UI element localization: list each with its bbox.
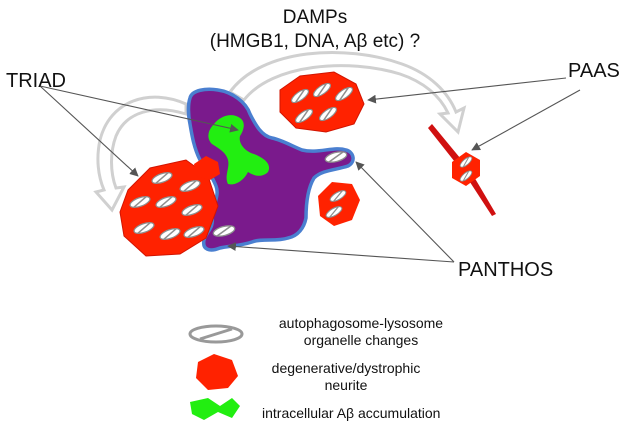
small-neurite-fragment bbox=[194, 156, 220, 180]
neurite-right bbox=[318, 182, 360, 226]
legend-neurite-line1: degenerative/dystrophic bbox=[271, 360, 421, 376]
legend-organelle-line1: autophagosome-lysosome bbox=[278, 315, 444, 331]
damp-release-arrow-left bbox=[93, 95, 188, 213]
panthos-label: PANTHOS bbox=[458, 259, 554, 281]
damps-title-line1: DAMPs bbox=[282, 7, 348, 28]
paas-label: PAAS bbox=[568, 60, 620, 82]
legend-organelle-symbol bbox=[188, 324, 244, 344]
pointer-lines bbox=[39, 77, 581, 263]
legend-neurite-text: degenerative/dystrophic neurite bbox=[266, 360, 426, 394]
triad-label: TRIAD bbox=[6, 70, 66, 92]
legend-neurite-line2: neurite bbox=[324, 377, 368, 393]
legend-organelle-text: autophagosome-lysosome organelle changes bbox=[266, 315, 456, 349]
legend-neurite-symbol bbox=[196, 354, 238, 390]
intracellular-abeta bbox=[208, 115, 270, 185]
legend-abeta-text: intracellular Aβ accumulation bbox=[262, 405, 441, 421]
damp-release-arrow-right bbox=[227, 51, 467, 135]
damps-title: DAMPs (HMGB1, DNA, Aβ etc) ? bbox=[200, 6, 430, 54]
damps-title-line2: (HMGB1, DNA, Aβ etc) ? bbox=[209, 31, 421, 52]
legend-organelle-line2: organelle changes bbox=[303, 332, 419, 348]
legend-abeta-symbol bbox=[190, 398, 240, 420]
paas-axon-swelling bbox=[452, 152, 480, 186]
